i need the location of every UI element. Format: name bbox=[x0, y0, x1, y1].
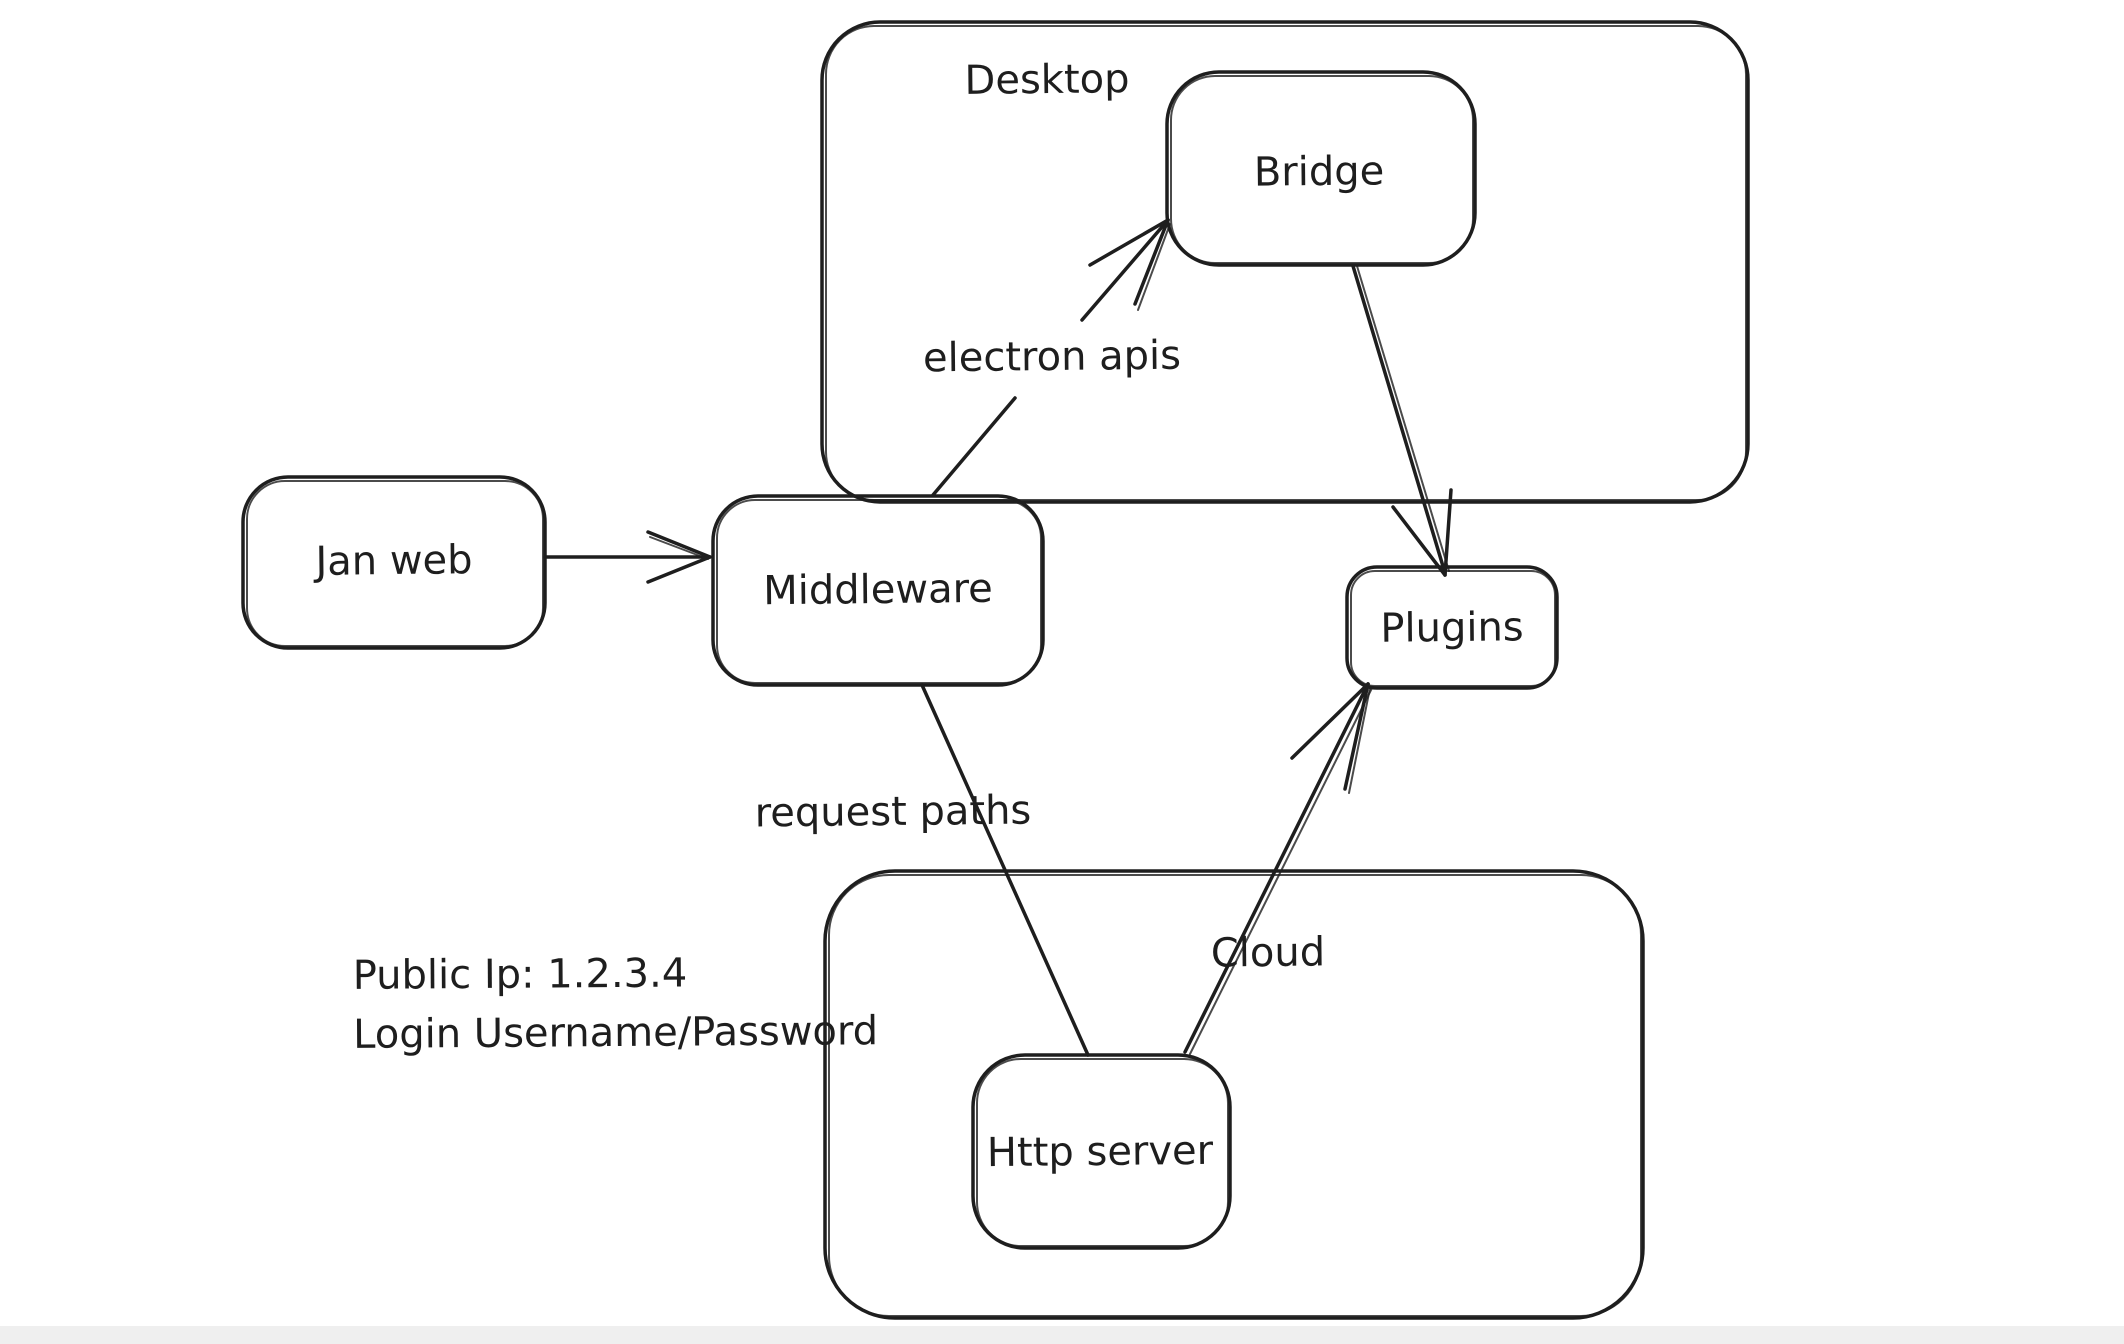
canvas-bottom-strip bbox=[0, 1326, 2124, 1344]
public-ip-text: Public Ip: 1.2.3.4 bbox=[352, 950, 688, 999]
login-text: Login Username/Password bbox=[353, 1008, 879, 1058]
plugins-node-label[interactable]: Plugins bbox=[1380, 604, 1524, 652]
desktop-container-label[interactable]: Desktop bbox=[964, 56, 1130, 104]
node-plugins-shape[interactable] bbox=[1345, 565, 1559, 690]
bridge-node-label[interactable]: Bridge bbox=[1253, 148, 1385, 196]
edge-bridge-plugins[interactable] bbox=[1351, 264, 1453, 577]
credentials-annotation[interactable]: Public Ip: 1.2.3.4 Login Username/Passwo… bbox=[353, 943, 879, 1065]
edge-httpserver-plugins[interactable] bbox=[1183, 682, 1373, 1055]
node-jan-web-shape[interactable] bbox=[241, 475, 547, 650]
node-middleware-shape[interactable] bbox=[711, 494, 1045, 687]
jan-web-node-label[interactable]: Jan web bbox=[315, 537, 473, 585]
node-bridge-shape[interactable] bbox=[1165, 70, 1477, 267]
edge-middleware-bridge[interactable] bbox=[931, 218, 1171, 497]
node-http-server-shape[interactable] bbox=[971, 1053, 1232, 1250]
edge-middleware-httpserver[interactable] bbox=[920, 683, 1090, 1057]
desktop-container-shape[interactable] bbox=[820, 20, 1750, 504]
middleware-node-label[interactable]: Middleware bbox=[762, 565, 994, 615]
edge-janweb-middleware[interactable] bbox=[543, 530, 712, 584]
electron-apis-edge-label[interactable]: electron apis bbox=[922, 332, 1182, 382]
http-server-node-label[interactable]: Http server bbox=[986, 1127, 1214, 1177]
request-paths-edge-label[interactable]: request paths bbox=[754, 787, 1032, 837]
cloud-container-shape[interactable] bbox=[823, 869, 1645, 1320]
cloud-container-label[interactable]: Cloud bbox=[1210, 929, 1326, 977]
